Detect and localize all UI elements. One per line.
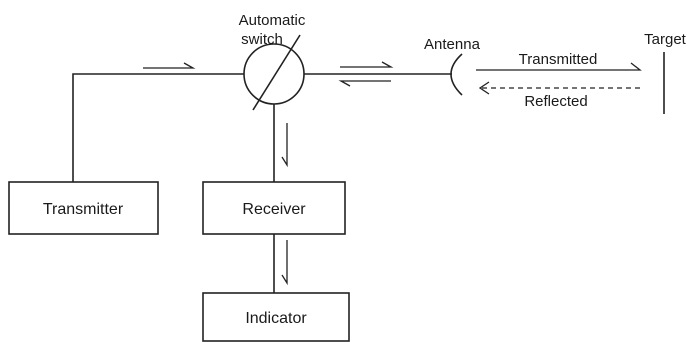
receiver-direction-arrow [281,123,288,168]
receiver-label: Receiver [242,201,306,218]
receiver-block [202,181,346,235]
outgoing-arrow [340,61,394,68]
target-label: Target [644,31,687,48]
automatic-switch-diagonal [252,34,301,111]
reflected-arrowhead [478,81,490,95]
feed-direction-arrow [143,62,196,69]
indicator-block [202,292,350,342]
transmitted-arrow [476,62,642,71]
antenna-label: Antenna [424,36,481,53]
switch-label-line2: switch [241,31,283,48]
indicator-label: Indicator [245,310,307,327]
transmitter-feed-line [72,73,244,182]
antenna-dish [450,53,463,96]
transmitter-label: Transmitter [43,201,124,218]
automatic-switch-circle [243,43,305,105]
incoming-arrow [338,80,391,87]
transmitter-block [8,181,159,235]
reflected-label: Reflected [524,93,587,110]
switch-label-line1: Automatic [239,12,306,29]
transmitted-label: Transmitted [519,51,598,68]
indicator-direction-arrow [281,240,288,286]
